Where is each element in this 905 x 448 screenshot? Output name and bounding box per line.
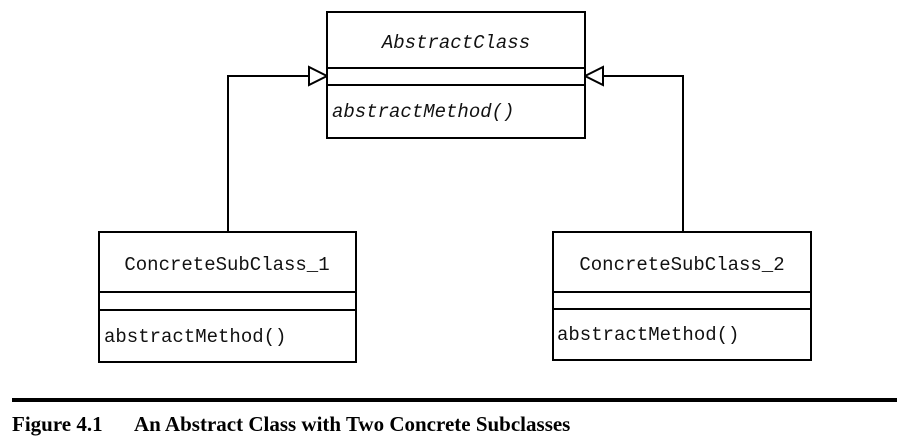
concrete-subclass-2-method: abstractMethod() <box>557 324 739 346</box>
inheritance-line-1 <box>227 75 309 232</box>
concrete-subclass-1-name: ConcreteSubClass_1 <box>124 254 329 276</box>
inheritance-arrowhead-1 <box>308 65 330 87</box>
figure-title: An Abstract Class with Two Concrete Subc… <box>134 412 571 436</box>
inheritance-line-2 <box>603 75 684 232</box>
concrete-subclass-1-method: abstractMethod() <box>104 326 286 348</box>
figure-caption: Figure 4.1 An Abstract Class with Two Con… <box>12 412 570 437</box>
concrete-subclass-1-box: ConcreteSubClass_1 abstractMethod() <box>98 231 357 363</box>
abstract-class-box: AbstractClass abstractMethod() <box>326 11 586 139</box>
concrete-subclass-2-box: ConcreteSubClass_2 abstractMethod() <box>552 231 812 361</box>
figure-number: Figure 4.1 <box>12 412 103 436</box>
abstract-class-name: AbstractClass <box>381 32 530 54</box>
inheritance-arrowhead-2 <box>582 65 604 87</box>
abstract-class-method: abstractMethod() <box>332 101 514 123</box>
caption-rule <box>12 398 897 402</box>
concrete-subclass-2-name: ConcreteSubClass_2 <box>579 254 784 276</box>
